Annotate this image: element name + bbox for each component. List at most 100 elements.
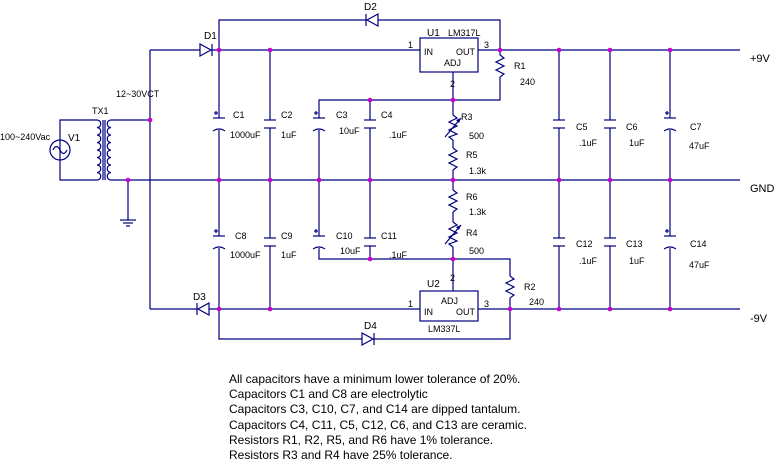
- r6-value-label: 1.3k: [469, 207, 487, 217]
- c1-value-label: 1000uF: [230, 130, 261, 140]
- capacitor-c11: C11 .1uF: [364, 231, 408, 260]
- ac-source-v1: V1 100~240Vac: [0, 132, 81, 161]
- d2-ref-label: D2: [364, 2, 377, 13]
- ground-symbol: [120, 219, 136, 227]
- capacitor-c12: C12 .1uF: [553, 237, 598, 266]
- c6-value-label: 1uF: [629, 138, 645, 148]
- resistor-r5: R5 1.3k: [447, 147, 487, 176]
- u1-adj-label: ADJ: [444, 58, 461, 68]
- potentiometer-r3: R3 500: [444, 112, 484, 141]
- u2-ref-label: U2: [427, 279, 440, 290]
- regulator-u2: ADJ IN OUT U2 LM337L 1 3 2: [408, 273, 489, 334]
- diode-d1: D1: [199, 31, 217, 58]
- c8-value-label: 1000uF: [230, 250, 261, 260]
- c14-ref-label: C14: [690, 239, 707, 249]
- u1-part-label: LM317L: [448, 28, 481, 38]
- c12-value-label: .1uF: [579, 256, 598, 266]
- note-line: Capacitors C1 and C8 are electrolytic: [229, 387, 428, 402]
- diode-d2: D2: [364, 2, 379, 28]
- d4-ref-label: D4: [364, 321, 377, 332]
- diode-d3: D3: [193, 292, 210, 317]
- c6-ref-label: C6: [626, 122, 638, 132]
- r2-value-label: 240: [529, 297, 544, 307]
- r4-ref-label: R4: [466, 228, 478, 238]
- u2-pin-out: 3: [484, 299, 489, 309]
- design-notes: All capacitors have a minimum lower tole…: [229, 372, 527, 463]
- u1-out-label: OUT: [456, 47, 476, 57]
- tx1-ref-label: TX1: [92, 106, 109, 116]
- transformer-tx1: TX1 12~30VCT: [92, 89, 160, 181]
- c4-value-label: .1uF: [389, 130, 408, 140]
- capacitor-c4: C4 .1uF: [364, 110, 408, 140]
- c2-value-label: 1uF: [281, 130, 297, 140]
- v1-value-label: 100~240Vac: [0, 132, 51, 142]
- c13-value-label: 1uF: [629, 256, 645, 266]
- capacitor-c14: C14 47uF: [663, 229, 710, 270]
- c5-value-label: .1uF: [579, 138, 598, 148]
- rail-ground-label: GND: [750, 183, 775, 195]
- u2-in-label: IN: [424, 307, 433, 317]
- u2-adj-label: ADJ: [441, 296, 458, 306]
- c11-value-label: .1uF: [389, 250, 408, 260]
- note-line: All capacitors have a minimum lower tole…: [229, 372, 521, 386]
- u1-pin-in: 1: [408, 40, 413, 50]
- note-line: Capacitors C3, C10, C7, and C14 are dipp…: [229, 402, 521, 417]
- r1-value-label: 240: [520, 77, 535, 87]
- resistor-r6: R6 1.3k: [447, 189, 487, 217]
- c5-ref-label: C5: [576, 122, 588, 132]
- rail-negative-label: -9V: [750, 313, 768, 325]
- r3-ref-label: R3: [461, 112, 473, 122]
- u1-ref-label: U1: [427, 28, 440, 39]
- c4-ref-label: C4: [381, 110, 393, 120]
- note-line: Resistors R1, R2, R5, and R6 have 1% tol…: [229, 432, 494, 447]
- c3-value-label: 10uF: [339, 126, 360, 136]
- c7-ref-label: C7: [690, 122, 702, 132]
- rail-positive-label: +9V: [750, 53, 771, 65]
- capacitor-c1: C1 1000uF: [212, 110, 261, 140]
- note-line: Capacitors C4, C11, C5, C12, C6, and C13…: [229, 417, 527, 432]
- r3-value-label: 500: [469, 131, 484, 141]
- c11-ref-label: C11: [381, 231, 397, 241]
- d3-ref-label: D3: [193, 292, 206, 303]
- capacitor-c2: C2 1uF: [264, 110, 297, 140]
- c12-ref-label: C12: [576, 239, 593, 249]
- regulator-u1: IN OUT ADJ U1 LM317L 1 3 2: [408, 28, 489, 89]
- capacitor-c3: C3 10uF: [312, 110, 360, 136]
- diode-d4: D4: [361, 321, 377, 347]
- u2-pin-in: 1: [408, 299, 413, 309]
- c7-value-label: 47uF: [689, 141, 710, 151]
- capacitor-c6: C6 1uF: [604, 119, 645, 148]
- potentiometer-r4: R4 500: [444, 221, 484, 256]
- c14-value-label: 47uF: [689, 260, 710, 270]
- c9-ref-label: C9: [281, 231, 293, 241]
- capacitor-c5: C5 .1uF: [553, 119, 598, 148]
- c10-value-label: 10uF: [340, 246, 361, 256]
- tx1-value-label: 12~30VCT: [116, 89, 160, 99]
- r5-value-label: 1.3k: [469, 166, 487, 176]
- resistor-r2: R2 240: [504, 275, 544, 307]
- c10-ref-label: C10: [336, 231, 353, 241]
- c1-ref-label: C1: [233, 110, 245, 120]
- r1-ref-label: R1: [514, 61, 526, 71]
- capacitor-c13: C13 1uF: [604, 237, 645, 266]
- c2-ref-label: C2: [281, 110, 293, 120]
- junctions: [125, 47, 673, 312]
- u1-pin-adj: 2: [450, 79, 455, 89]
- v1-ref-label: V1: [68, 133, 81, 144]
- wires: [59, 19, 740, 340]
- u2-part-label: LM337L: [428, 324, 461, 334]
- note-line: Resistors R3 and R4 have 25% tolerance.: [229, 448, 453, 463]
- capacitor-c10: C10 10uF: [312, 229, 361, 256]
- c8-ref-label: C8: [235, 231, 247, 241]
- u2-out-label: OUT: [456, 307, 476, 317]
- r6-ref-label: R6: [466, 192, 478, 202]
- c13-ref-label: C13: [626, 239, 643, 249]
- resistor-r1: R1 240: [494, 54, 535, 87]
- r2-ref-label: R2: [524, 282, 536, 292]
- r5-ref-label: R5: [466, 150, 478, 160]
- capacitor-c9: C9 1uF: [264, 231, 297, 260]
- u1-in-label: IN: [424, 47, 433, 57]
- c3-ref-label: C3: [336, 110, 348, 120]
- c9-value-label: 1uF: [281, 250, 297, 260]
